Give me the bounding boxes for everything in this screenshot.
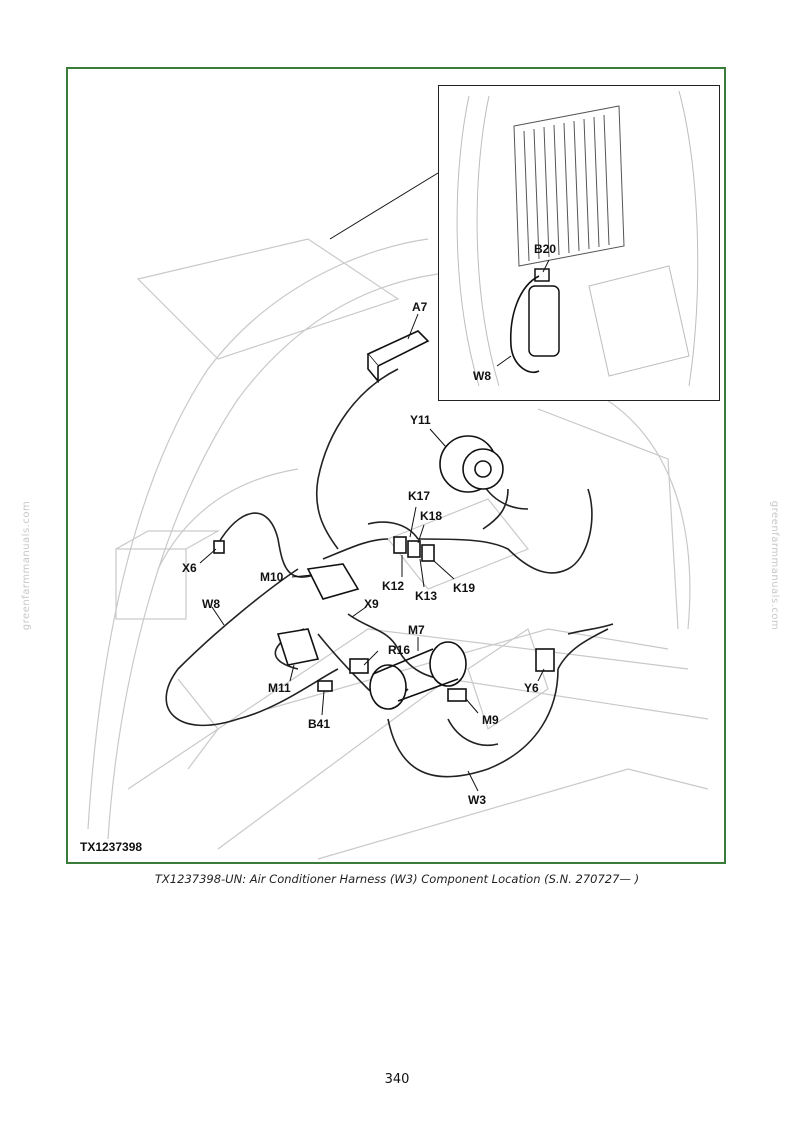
callout-a7: A7 xyxy=(412,300,428,314)
figure-frame: A7 Y11 K17 K18 K12 K13 K19 X6 M10 X9 W8 … xyxy=(66,67,726,864)
callout-y11: Y11 xyxy=(410,413,431,427)
callout-m9: M9 xyxy=(482,713,499,727)
callout-m7: M7 xyxy=(408,623,425,637)
callout-k12: K12 xyxy=(382,579,405,593)
callout-k19: K19 xyxy=(453,581,476,595)
callout-k13: K13 xyxy=(415,589,438,603)
detail-inset: B20 W8 xyxy=(438,85,720,401)
inset-callout-b20: B20 xyxy=(534,242,557,256)
figure-caption: TX1237398-UN: Air Conditioner Harness (W… xyxy=(154,872,640,886)
callout-y6: Y6 xyxy=(524,681,539,695)
callout-k18: K18 xyxy=(420,509,443,523)
callout-r16: R16 xyxy=(388,643,411,657)
machine-illustration xyxy=(87,172,709,860)
callout-k17: K17 xyxy=(408,489,431,503)
inset-callout-w8: W8 xyxy=(473,369,491,383)
callout-w8: W8 xyxy=(202,597,220,611)
figure-id-label: TX1237398 xyxy=(80,840,143,854)
callout-x6: X6 xyxy=(182,561,197,575)
inset-illustration xyxy=(456,90,699,387)
callout-w3: W3 xyxy=(468,793,486,807)
watermark-right: greenfarmmanuals.com xyxy=(769,500,781,631)
callout-m10: M10 xyxy=(260,570,284,584)
callout-x9: X9 xyxy=(364,597,379,611)
callout-b41: B41 xyxy=(308,717,331,731)
page-number: 340 xyxy=(384,1072,410,1087)
callout-m11: M11 xyxy=(268,681,291,695)
watermark-left: greenfarmmanuals.com xyxy=(21,500,33,631)
